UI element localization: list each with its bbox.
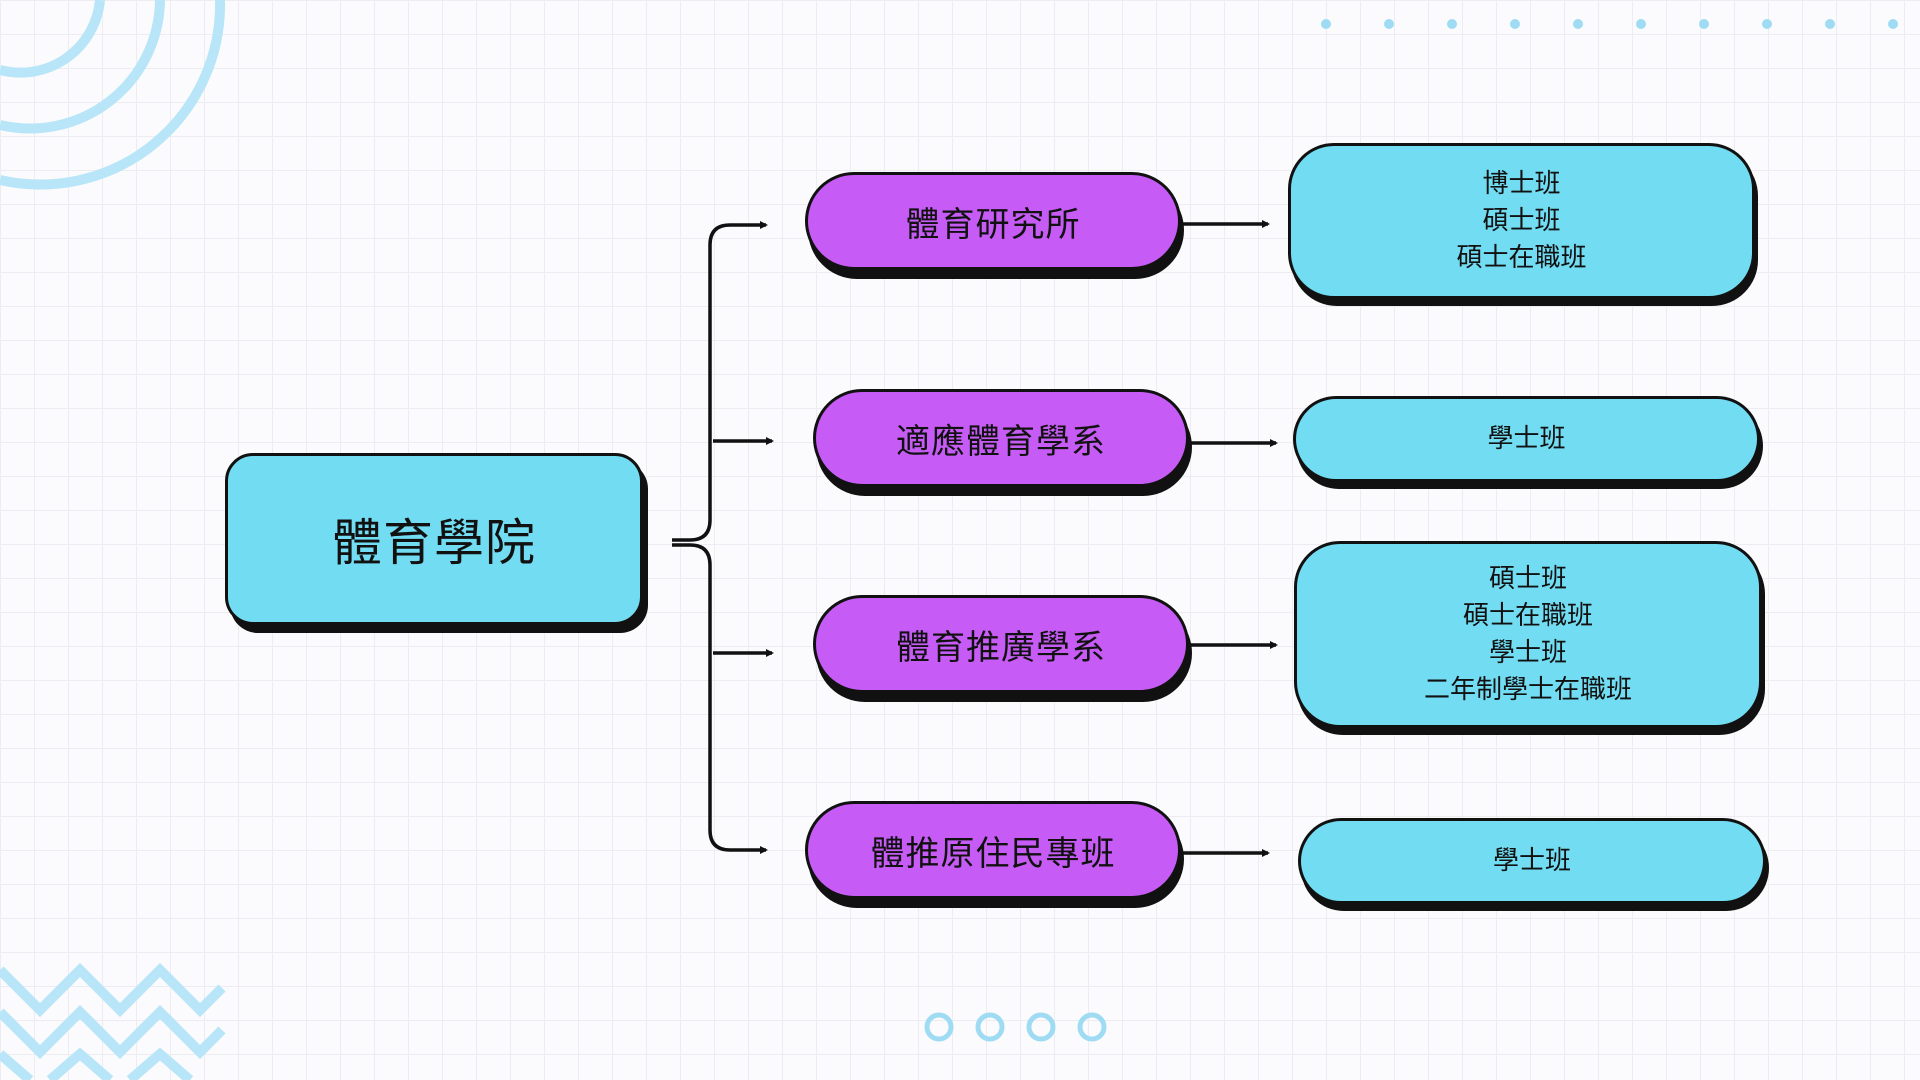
decor-dot [1888,19,1898,29]
bracket-connector [672,221,768,542]
root-node: 體育學院 [225,453,643,625]
decor-dot [1384,19,1394,29]
program-node-1: 博士班 碩士班 碩士在職班 [1288,143,1755,299]
program-line: 學士班 [1492,845,1571,876]
dot-row [1321,19,1898,29]
decor-dot [1573,19,1583,29]
decor-dot [1636,19,1646,29]
decor-ring [1077,1012,1107,1042]
zigzag-line-3 [0,1047,194,1080]
zigzag-line-1 [0,962,226,1018]
arc-decoration [0,0,226,190]
decor-dot [1762,19,1772,29]
program-line: 二年制學士在職班 [1423,674,1632,705]
arc-middle [0,0,165,134]
dept-node-2: 適應體育學系 [813,389,1189,487]
decor-ring [924,1012,954,1042]
program-line: 碩士在職班 [1456,242,1587,273]
decor-dot [1447,19,1457,29]
program-node-4: 學士班 [1298,818,1766,904]
program-line: 博士班 [1482,168,1561,199]
decor-ring [1026,1012,1056,1042]
decor-ring [975,1012,1005,1042]
program-node-3: 碩士班 碩士在職班 學士班 二年制學士在職班 [1294,541,1762,728]
bracket-connector-lower [672,543,768,854]
program-line: 學士班 [1488,637,1567,668]
decor-dot [1699,19,1709,29]
arc-inner [0,0,105,78]
dept-node-1: 體育研究所 [805,172,1181,270]
arc-group [0,0,226,190]
zigzag-line-2 [0,1004,226,1060]
arc-outer [0,0,226,190]
dept-label: 體推原住民專班 [870,833,1116,874]
rings-decoration [924,1012,1107,1042]
decor-dot [1825,19,1835,29]
dept-label: 適應體育學系 [896,421,1106,462]
root-label: 體育學院 [332,514,536,572]
program-line: 學士班 [1487,423,1566,454]
dept-node-4: 體推原住民專班 [805,801,1181,899]
program-line: 碩士班 [1488,563,1567,594]
program-node-2: 學士班 [1293,396,1760,482]
dept-node-3: 體育推廣學系 [813,595,1189,693]
program-line: 碩士班 [1482,205,1561,236]
program-line: 碩士在職班 [1462,600,1593,631]
dots-decoration [1321,19,1898,29]
decor-dot [1510,19,1520,29]
dept-label: 體育推廣學系 [896,627,1106,668]
zigzag-group [0,962,226,1080]
dept-label: 體育研究所 [905,204,1081,245]
decor-dot [1321,19,1331,29]
ring-row [924,1012,1107,1042]
zigzag-decoration [0,962,226,1080]
